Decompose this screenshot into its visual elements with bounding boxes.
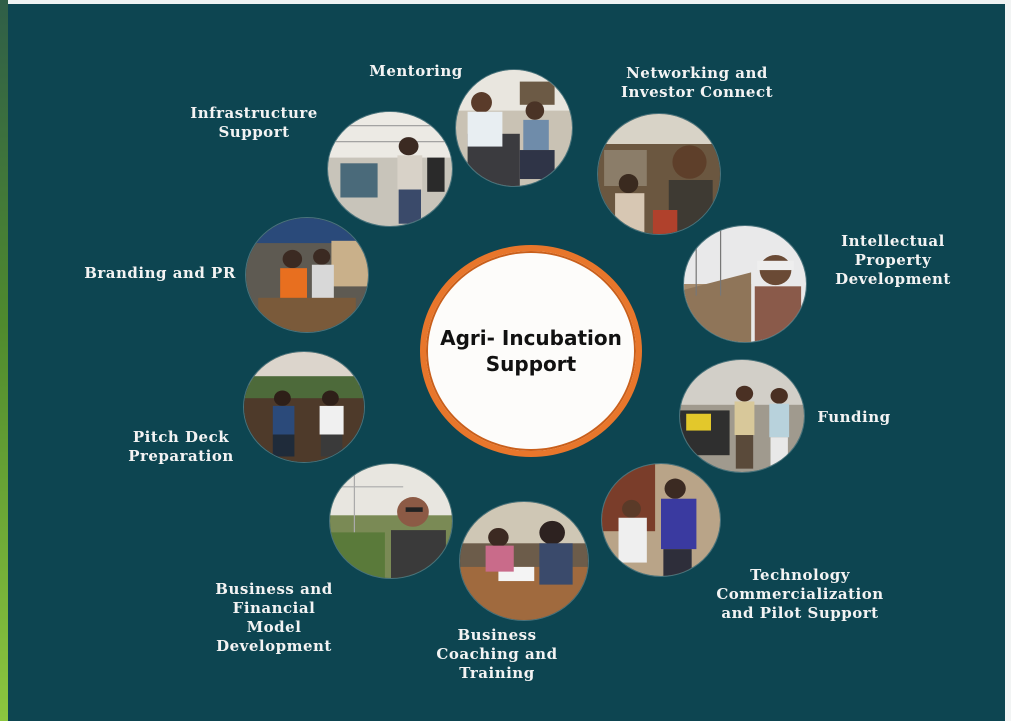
photo-networking [598,114,720,234]
photo-business-model [330,464,452,578]
label-business-model: Business and Financial Model Development [215,580,333,655]
photo-ip [684,226,806,342]
photo-funding [680,360,804,472]
hub-circle: Agri- Incubation Support [420,245,642,457]
top-border [0,0,1011,4]
label-technology: Technology Commercialization and Pilot S… [716,566,884,622]
label-pitch-deck: Pitch Deck Preparation [128,428,234,465]
label-infrastructure: Infrastructure Support [190,104,318,141]
left-accent-strip [0,0,8,721]
label-funding: Funding [817,408,891,426]
hub-title: Agri- Incubation Support [440,326,622,376]
right-border [1005,0,1011,721]
label-coaching: Business Coaching and Training [436,626,558,682]
photo-branding [246,218,368,332]
photo-mentoring [456,70,572,186]
label-networking: Networking and Investor Connect [620,64,774,101]
diagram-canvas: Agri- Incubation Support [8,4,1005,721]
label-ip: Intellectual Property Development [835,232,951,288]
label-mentoring: Mentoring [369,62,463,80]
photo-technology [602,464,720,576]
photo-pitch-deck [244,352,364,462]
label-branding: Branding and PR [84,264,236,282]
photo-coaching [460,502,588,620]
photo-infrastructure [328,112,452,226]
